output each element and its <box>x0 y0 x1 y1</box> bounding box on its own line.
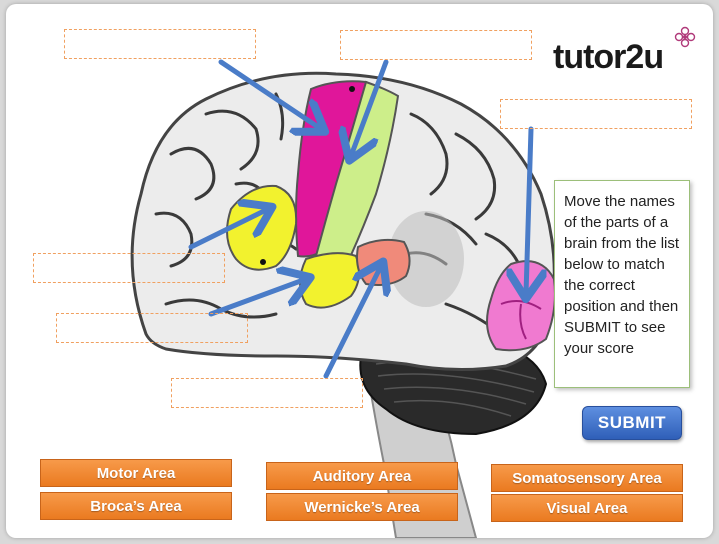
label-brocas-area[interactable]: Broca’s Area <box>40 492 232 520</box>
activity-frame: tutor2u Move the names of the parts of a… <box>6 4 713 538</box>
label-somatosensory-area[interactable]: Somatosensory Area <box>491 464 683 492</box>
drop-target-1[interactable] <box>64 29 256 59</box>
arrow-to-somatosensory <box>351 59 389 156</box>
arrow-to-motor <box>218 59 321 129</box>
drop-target-2[interactable] <box>340 30 532 60</box>
arrow-to-visual <box>526 126 531 294</box>
arrow-to-auditory <box>323 266 381 379</box>
label-auditory-area[interactable]: Auditory Area <box>266 462 458 490</box>
label-motor-area[interactable]: Motor Area <box>40 459 232 487</box>
label-visual-area[interactable]: Visual Area <box>491 494 683 522</box>
brain-illustration <box>130 59 556 538</box>
drop-target-5[interactable] <box>56 313 248 343</box>
instructions-panel: Move the names of the parts of a brain f… <box>554 180 690 388</box>
drop-target-4[interactable] <box>33 253 225 283</box>
submit-button[interactable]: SUBMIT <box>582 406 682 440</box>
drop-target-6[interactable] <box>171 378 363 408</box>
pointer-arrows <box>188 59 531 379</box>
flower-icon <box>674 26 696 48</box>
temporal-shadow <box>388 211 464 307</box>
tutor2u-logo: tutor2u <box>553 38 664 76</box>
auditory-region <box>356 238 411 286</box>
label-wernickes-area[interactable]: Wernicke’s Area <box>266 493 458 521</box>
arrow-to-broca <box>188 209 268 250</box>
arrow-to-wernicke <box>208 279 306 317</box>
drop-target-3[interactable] <box>500 99 692 129</box>
